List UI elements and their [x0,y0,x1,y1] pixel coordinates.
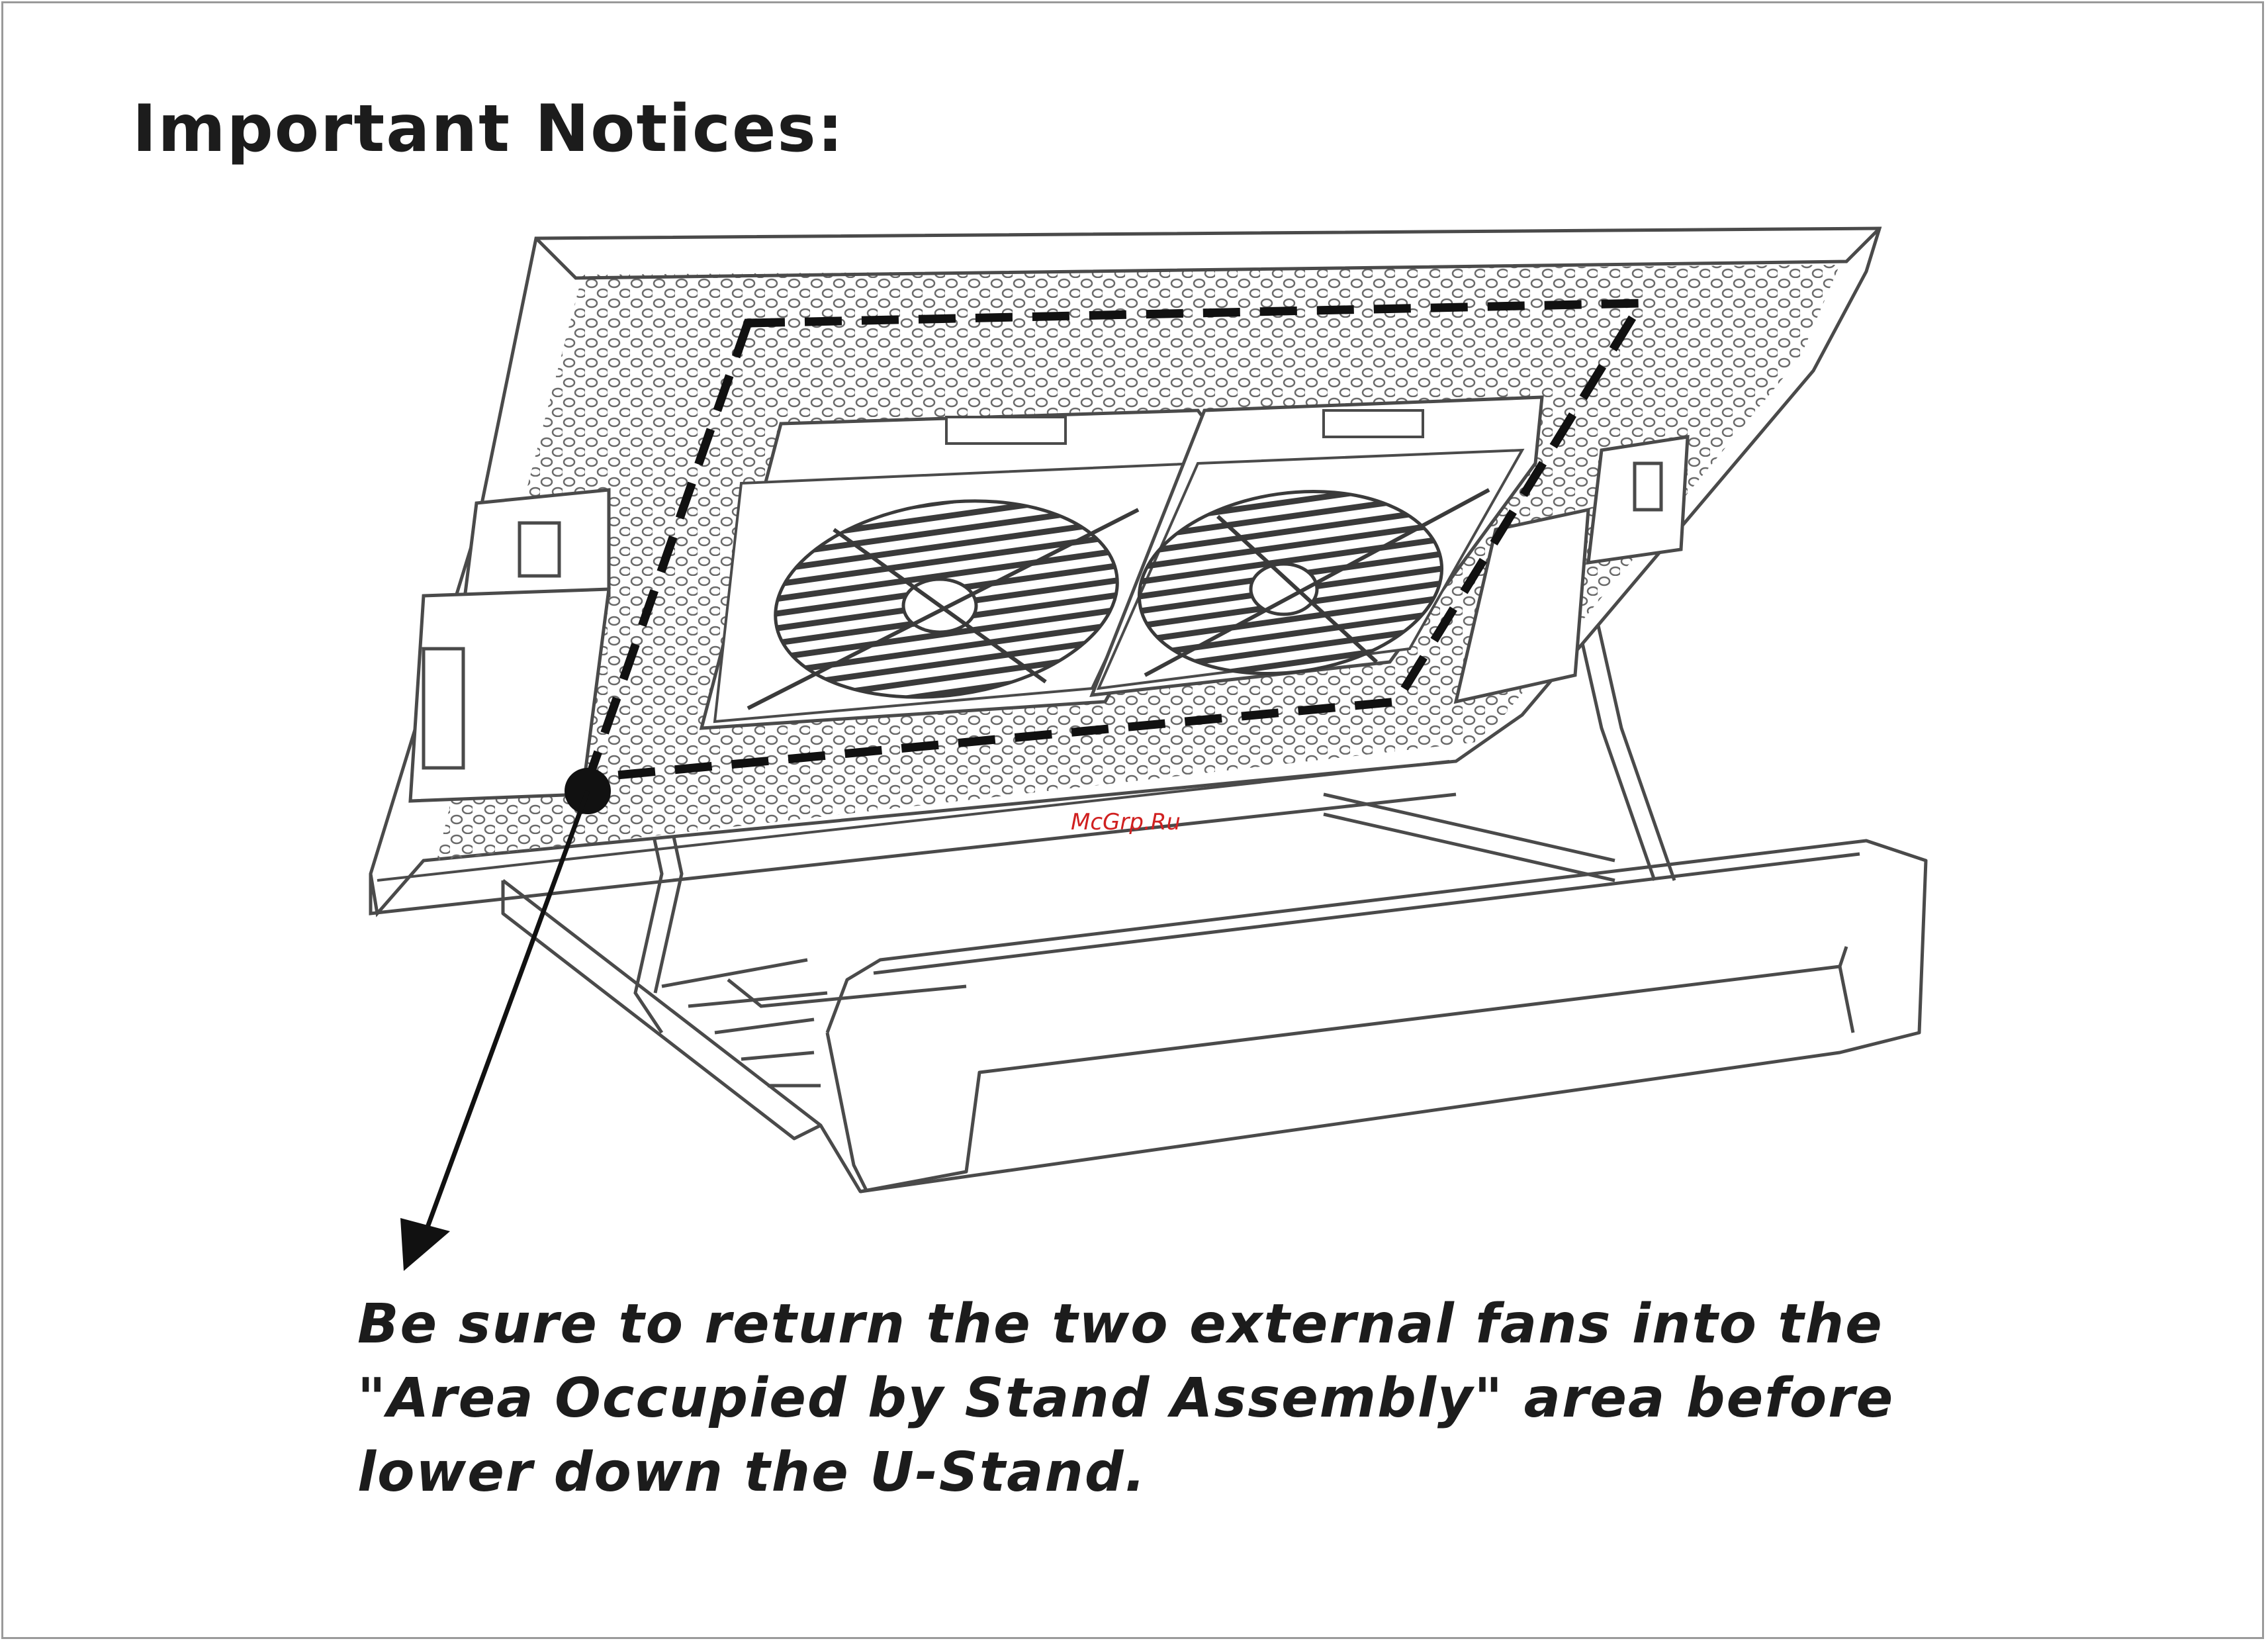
left-clip [410,490,609,801]
notice-line: Be sure to return the two external fans … [357,1288,2144,1362]
u-stand [503,841,1926,1192]
notice-text: Be sure to return the two external fans … [357,1288,2144,1510]
arrow-down-left-icon [400,791,588,1271]
notice-line: "Area Occupied by Stand Assembly" area b… [357,1362,2144,1436]
notice-line: lower down the U-Stand. [357,1436,2144,1510]
watermark: McGrp.Ru [1071,809,1181,835]
